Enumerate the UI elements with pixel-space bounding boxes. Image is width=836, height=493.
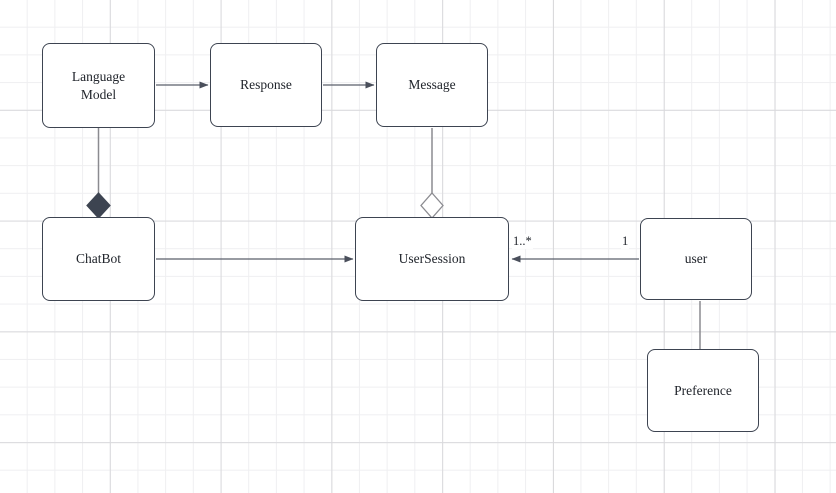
- multiplicity-label-many: 1..*: [512, 234, 533, 249]
- node-usersession-label: UserSession: [398, 251, 466, 267]
- node-user-label: user: [684, 251, 708, 267]
- node-preference-label: Preference: [674, 382, 732, 398]
- hollow-diamond-aggregation: [420, 192, 444, 219]
- node-message[interactable]: Message: [376, 43, 488, 127]
- edge-message-aggregation-usersession: [420, 128, 444, 219]
- node-preference[interactable]: Preference: [647, 349, 759, 432]
- multiplicity-label-one: 1: [621, 234, 630, 249]
- node-chatbot[interactable]: ChatBot: [42, 217, 155, 301]
- node-chatbot-label: ChatBot: [75, 251, 121, 267]
- node-message-label: Message: [408, 77, 456, 93]
- node-usersession[interactable]: UserSession: [355, 217, 509, 301]
- node-user[interactable]: user: [640, 218, 752, 300]
- edge-language-model-composition-chatbot: [86, 128, 111, 219]
- node-language-model-label: Language Model: [71, 68, 126, 102]
- node-response-label: Response: [240, 77, 292, 93]
- node-response[interactable]: Response: [210, 43, 322, 127]
- filled-diamond-composition: [86, 192, 111, 219]
- node-language-model[interactable]: Language Model: [42, 43, 155, 128]
